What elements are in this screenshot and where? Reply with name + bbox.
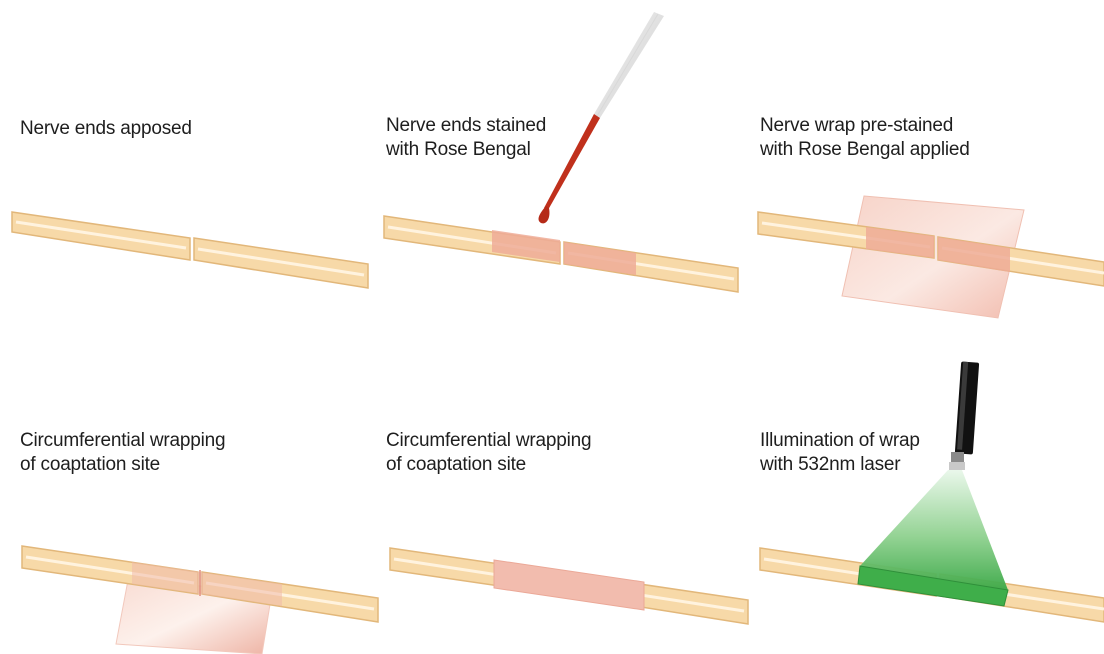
laser-icon [949,361,979,470]
nerve-segment-left [12,212,190,260]
panel-4-graphic [22,546,378,654]
caption-line: Nerve ends apposed [20,117,192,141]
panel-1-graphic [12,212,368,288]
caption-line: of coaptation site [386,453,591,477]
rose-bengal-drop [539,206,550,223]
panel-4-caption: Circumferential wrapping of coaptation s… [20,429,225,477]
wrapped-coaptation-site [494,560,644,610]
pipette [539,12,664,223]
caption-line: Nerve wrap pre-stained [760,114,970,138]
panel-2-caption: Nerve ends stained with Rose Bengal [386,114,546,162]
caption-line: of coaptation site [20,453,225,477]
panel-6-graphic [760,361,1104,622]
panel-5-graphic [390,548,748,624]
panel-6-caption: Illumination of wrap with 532nm laser [760,429,920,477]
caption-line: with 532nm laser [760,453,920,477]
caption-line: with Rose Bengal [386,138,546,162]
panel-5-caption: Circumferential wrapping of coaptation s… [386,429,591,477]
nerve-segment-right [194,238,368,288]
caption-line: Circumferential wrapping [386,429,591,453]
caption-line: Illumination of wrap [760,429,920,453]
caption-line: Circumferential wrapping [20,429,225,453]
panel-3-caption: Nerve wrap pre-stained with Rose Bengal … [760,114,970,162]
caption-line: with Rose Bengal applied [760,138,970,162]
panel-1-caption: Nerve ends apposed [20,117,192,141]
panel-3-graphic [758,196,1104,318]
caption-line: Nerve ends stained [386,114,546,138]
